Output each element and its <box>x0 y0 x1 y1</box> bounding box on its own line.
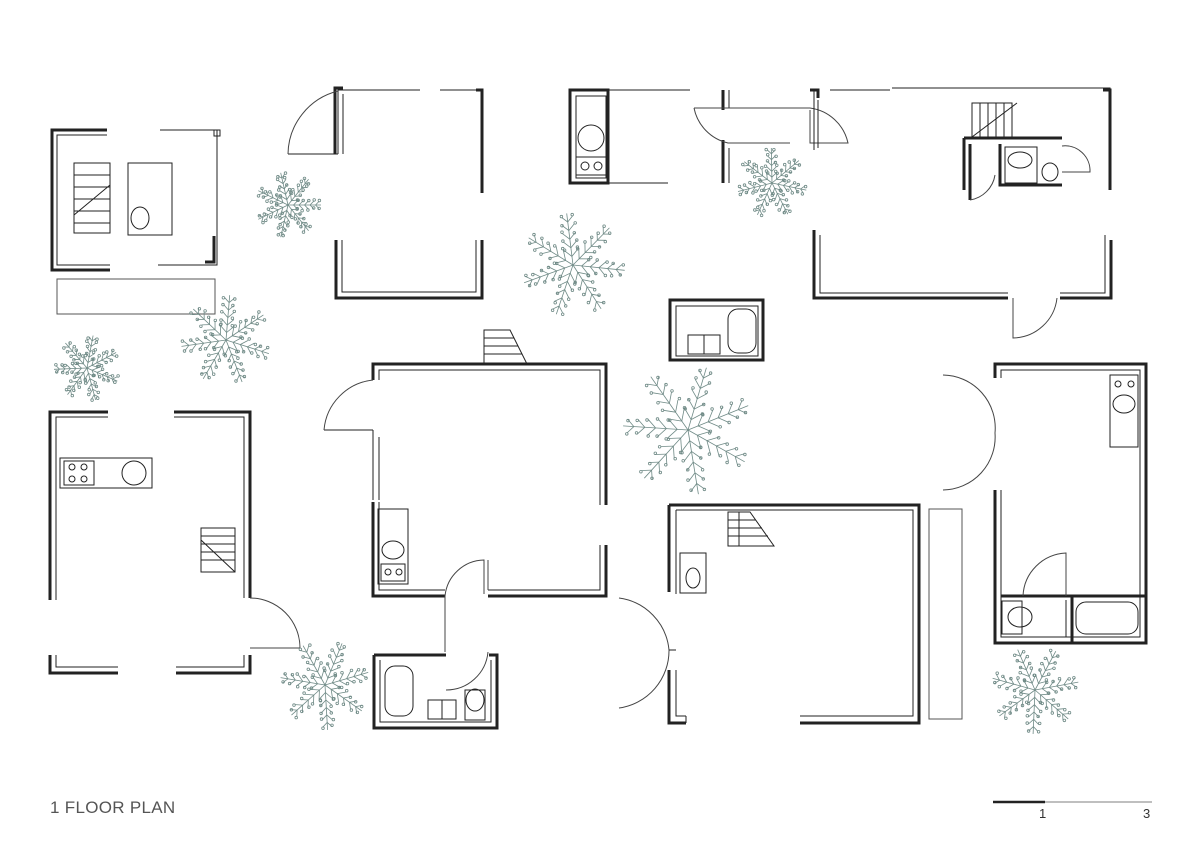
scale-label-3: 3 <box>1143 806 1151 821</box>
stair <box>200 527 236 573</box>
stair <box>971 102 1018 138</box>
scale-label-1: 1 <box>1039 806 1047 821</box>
stair <box>73 162 111 234</box>
sink-icon <box>121 460 147 486</box>
stair <box>727 511 775 547</box>
bath-unit <box>372 651 499 730</box>
tree-icon <box>180 295 270 383</box>
bathtub <box>384 665 414 717</box>
tree-icon <box>623 367 749 495</box>
bathtub <box>127 162 173 236</box>
bathtub <box>1075 601 1139 635</box>
tree-icon <box>53 335 120 402</box>
building-d <box>48 410 301 675</box>
stair <box>483 329 528 365</box>
building-e <box>323 329 608 652</box>
deck <box>56 278 216 315</box>
kitchen-counter <box>377 508 409 585</box>
building-c <box>568 87 1113 339</box>
drawing-title: 1 FLOOR PLAN <box>50 798 176 817</box>
building-a <box>50 128 221 315</box>
bathtub <box>727 308 757 354</box>
shower <box>679 552 707 594</box>
toilet <box>130 206 150 230</box>
tree-icon <box>280 641 369 730</box>
building-b <box>287 86 484 300</box>
tree-icon <box>523 212 625 316</box>
tree-icon <box>992 648 1079 735</box>
kitchen-counter <box>1109 374 1139 448</box>
bath-pavilion <box>668 298 765 362</box>
tree-icon <box>737 147 808 218</box>
deck <box>928 508 963 720</box>
building-f <box>618 503 963 725</box>
sink-icon <box>577 124 605 152</box>
building-g <box>942 362 1148 645</box>
tree-icon <box>256 171 322 238</box>
trees <box>53 147 1079 735</box>
toilet <box>1001 600 1023 635</box>
toilet <box>1004 146 1038 184</box>
toilet <box>464 689 486 721</box>
kitchen-counter <box>59 457 153 489</box>
